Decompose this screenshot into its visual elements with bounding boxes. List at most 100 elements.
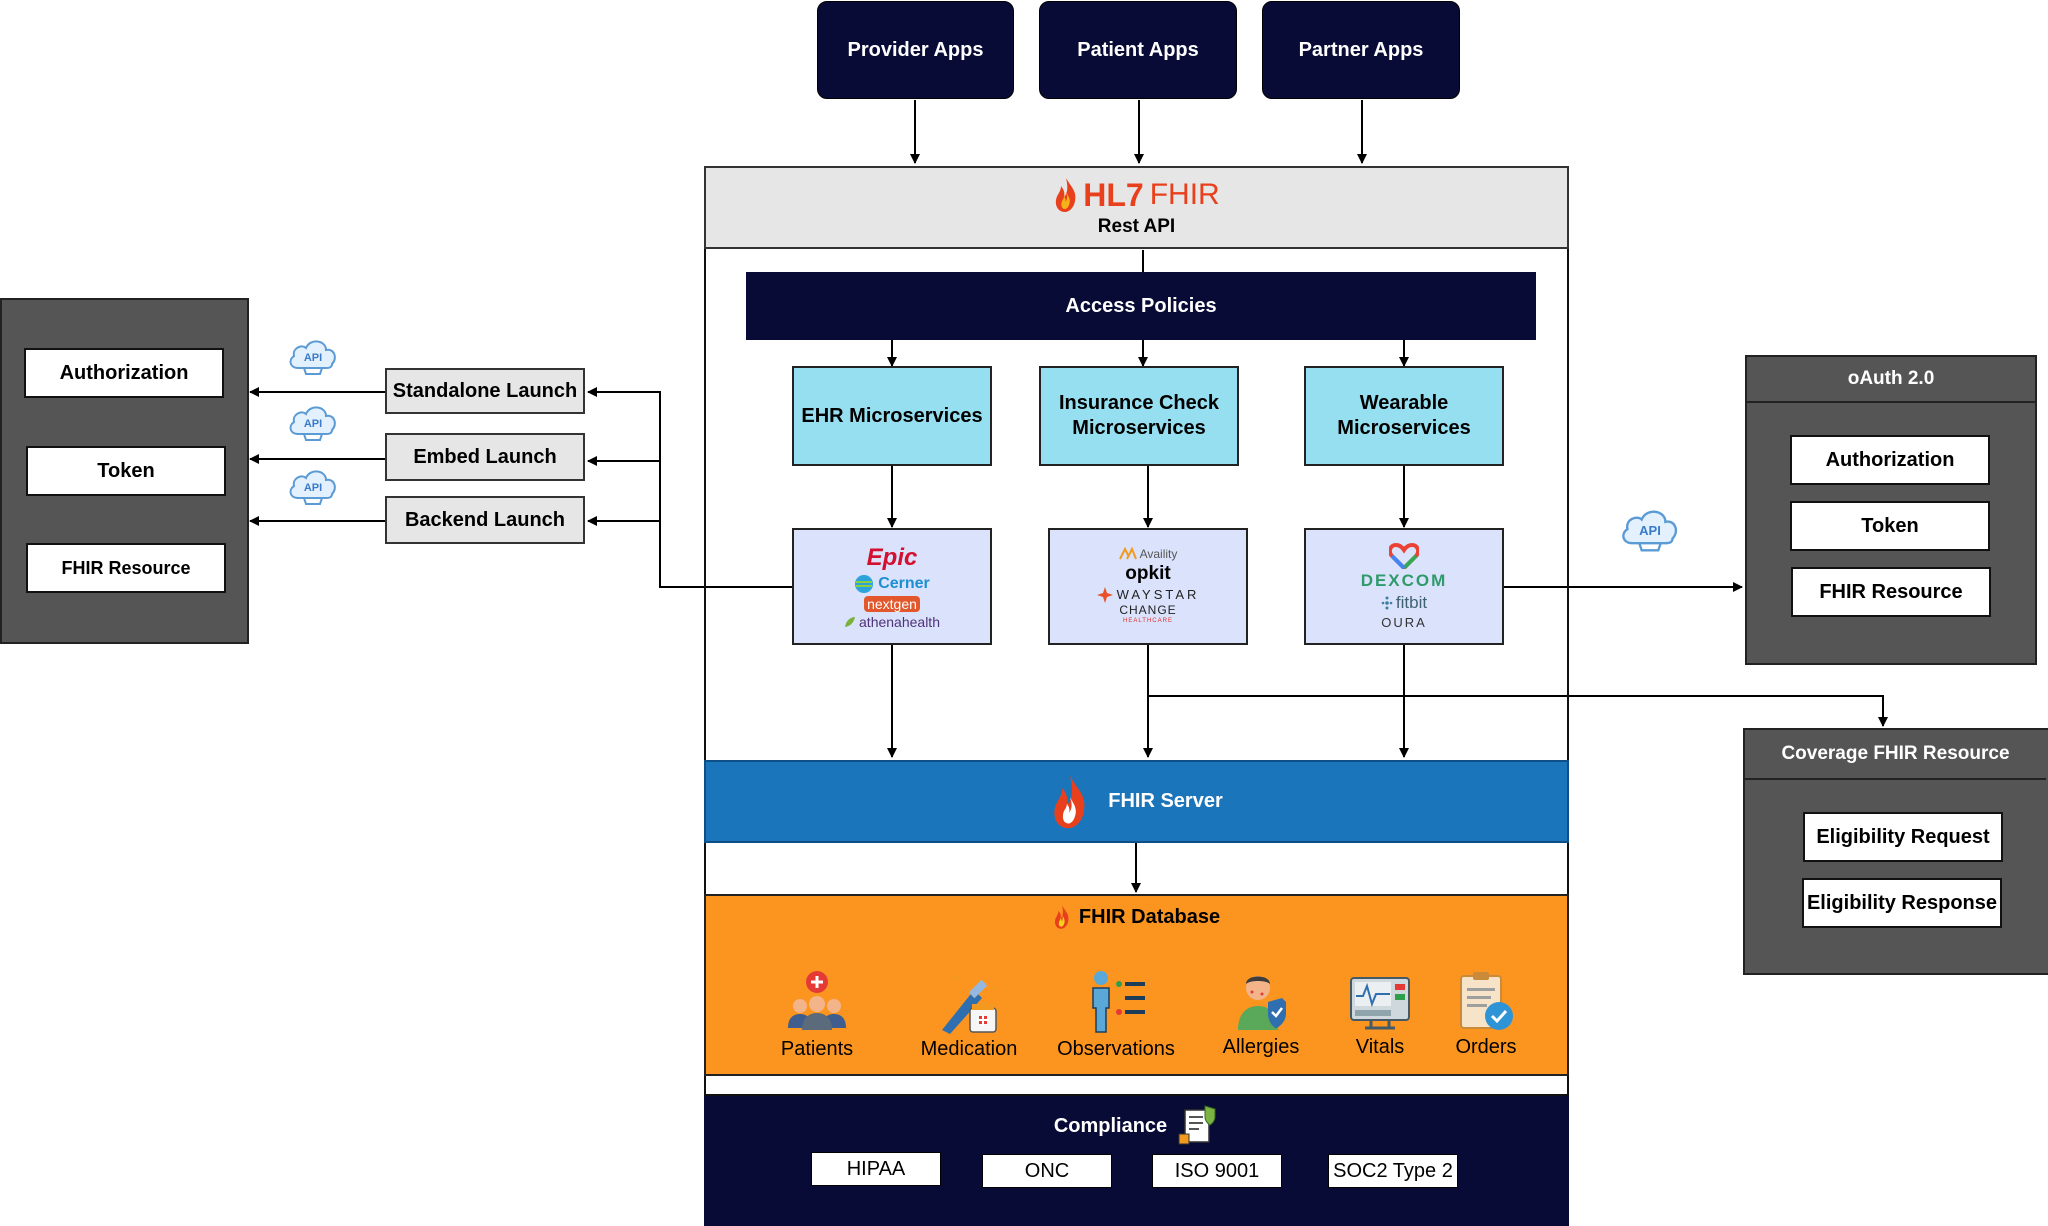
provider-apps-box[interactable]: Provider Apps — [817, 1, 1014, 99]
insurance-line-1: Insurance Check — [1058, 392, 1220, 414]
partner-apps-box[interactable]: Partner Apps — [1262, 1, 1460, 99]
waystar-star-icon — [1096, 586, 1113, 603]
category-observations[interactable]: Observations — [1046, 941, 1186, 1061]
left-token-box[interactable]: Token — [26, 446, 226, 496]
api-badge-backend: API — [286, 464, 340, 513]
epic-logo: Epic — [866, 543, 918, 571]
cerner-globe-icon — [855, 574, 874, 593]
database-flame-icon — [1054, 905, 1069, 929]
rest-api-label: Rest API — [1097, 216, 1176, 237]
oauth-authorization-box[interactable]: Authorization — [1790, 435, 1990, 485]
access-policies-bar[interactable]: Access Policies — [746, 272, 1536, 340]
svg-text:API: API — [1639, 523, 1661, 538]
ehr-vendors-box[interactable]: Epic Cerner nextgen athenahealth — [792, 528, 992, 645]
compliance-soc2-type-2[interactable]: SOC2 Type 2 — [1328, 1154, 1458, 1188]
nextgen-logo: nextgen — [864, 595, 920, 612]
api-cloud-icon: API — [289, 470, 336, 505]
insurance-line-2: Microservices — [1072, 417, 1206, 439]
category-label-medication: Medication — [920, 1038, 1018, 1060]
fhir-server-bar[interactable]: FHIR Server — [704, 760, 1569, 843]
compliance-onc[interactable]: ONC — [982, 1154, 1112, 1188]
google-fit-heart-icon — [1389, 543, 1419, 569]
waystar-logo: WAYSTAR — [1096, 586, 1200, 603]
category-label-allergies: Allergies — [1222, 1036, 1300, 1058]
oura-logo: OURA — [1381, 615, 1427, 630]
platform-container — [704, 249, 1569, 1096]
cerner-logo: Cerner — [854, 574, 930, 594]
compliance-header: Compliance — [704, 1104, 1569, 1148]
category-label-observations: Observations — [1057, 1038, 1175, 1060]
category-vitals[interactable]: Vitals — [1330, 941, 1430, 1059]
api-cloud-icon: API — [289, 340, 336, 375]
category-patients[interactable]: Patients — [762, 941, 872, 1061]
allergies-icon — [1238, 976, 1286, 1030]
fhir-database-header: FHIR Database — [706, 904, 1567, 930]
svg-text:API: API — [304, 352, 322, 364]
athena-leaf-icon — [845, 616, 856, 627]
backend-launch-button[interactable]: Backend Launch — [385, 496, 585, 544]
flame-icon — [1056, 178, 1076, 212]
wearable-microservices-box[interactable]: Wearable Microservices — [1304, 366, 1504, 466]
rest-api-header[interactable]: HL7 FHIR Rest API — [704, 166, 1569, 249]
compliance-panel[interactable]: Compliance HIPAA ONC ISO 9001 SOC2 Type … — [704, 1096, 1569, 1226]
change-healthcare-logo: CHANGE HEALTHCARE — [1119, 602, 1177, 624]
opkit-logo: opkit — [1125, 562, 1171, 584]
api-badge-oauth: API — [1618, 502, 1682, 561]
svg-text:API: API — [304, 418, 322, 430]
oauth-token-box[interactable]: Token — [1790, 501, 1990, 551]
coverage-title: Coverage FHIR Resource — [1745, 730, 2046, 780]
api-cloud-icon: API — [1622, 510, 1678, 552]
api-badge-embed: API — [286, 400, 340, 449]
availity-logo: Availity — [1118, 546, 1177, 561]
dexcom-logo: DEXCOM — [1360, 571, 1448, 590]
wearable-line-1: Wearable — [1359, 392, 1449, 414]
category-allergies[interactable]: Allergies — [1206, 941, 1316, 1059]
vitals-icon — [1350, 977, 1410, 1030]
left-fhir-resource-box[interactable]: FHIR Resource — [26, 543, 226, 593]
hl7-wordmark: HL7 — [1083, 176, 1144, 213]
compliance-title: Compliance — [1053, 1114, 1168, 1137]
patient-apps-box[interactable]: Patient Apps — [1039, 1, 1237, 99]
category-label-orders: Orders — [1455, 1036, 1517, 1058]
embed-launch-button[interactable]: Embed Launch — [385, 433, 585, 481]
fhir-server-label: FHIR Server — [1108, 790, 1223, 812]
ehr-microservices-box[interactable]: EHR Microservices — [792, 366, 992, 466]
oauth-panel: oAuth 2.0 Authorization Token FHIR Resou… — [1745, 355, 2037, 665]
athenahealth-logo: athenahealth — [844, 614, 940, 630]
fitbit-dots-icon — [1381, 596, 1393, 610]
availity-mark-icon — [1118, 546, 1137, 559]
wearable-line-2: Microservices — [1337, 417, 1471, 439]
eligibility-response-box[interactable]: Eligibility Response — [1802, 878, 2002, 928]
observations-icon — [1092, 971, 1145, 1033]
compliance-document-icon — [1178, 1105, 1216, 1145]
hl7-fhir-logo: HL7 FHIR — [706, 174, 1567, 216]
compliance-iso-9001[interactable]: ISO 9001 — [1152, 1154, 1282, 1188]
fhir-database-panel[interactable]: FHIR Database Patients Medication — [704, 894, 1569, 1076]
insurance-vendors-box[interactable]: Availity opkit WAYSTAR CHANGE HEALTHCARE — [1048, 528, 1248, 645]
coverage-panel: Coverage FHIR Resource Eligibility Reque… — [1743, 728, 2048, 975]
eligibility-request-box[interactable]: Eligibility Request — [1803, 812, 2003, 862]
category-orders[interactable]: Orders — [1436, 941, 1536, 1059]
api-badge-standalone: API — [286, 334, 340, 383]
insurance-check-microservices-box[interactable]: Insurance Check Microservices — [1039, 366, 1239, 466]
standalone-launch-button[interactable]: Standalone Launch — [385, 368, 585, 414]
api-cloud-icon: API — [289, 406, 336, 441]
fhir-database-title: FHIR Database — [1078, 905, 1221, 928]
fhir-flame-icon — [1054, 775, 1085, 828]
orders-icon — [1460, 972, 1513, 1030]
patients-icon — [788, 971, 846, 1030]
oauth-fhir-resource-box[interactable]: FHIR Resource — [1791, 567, 1991, 617]
wearable-vendors-box[interactable]: DEXCOM fitbit OURA — [1304, 528, 1504, 645]
category-label-patients: Patients — [780, 1038, 854, 1060]
oauth-title: oAuth 2.0 — [1747, 357, 2035, 403]
fitbit-logo: fitbit — [1381, 593, 1427, 613]
medication-icon — [942, 976, 997, 1034]
compliance-hipaa[interactable]: HIPAA — [811, 1152, 941, 1186]
svg-text:API: API — [304, 482, 322, 494]
category-label-vitals: Vitals — [1355, 1036, 1405, 1058]
left-auth-panel: Authorization Token FHIR Resource — [0, 298, 249, 644]
category-medication[interactable]: Medication — [904, 941, 1034, 1061]
fhir-wordmark: FHIR — [1149, 178, 1220, 211]
left-authorization-box[interactable]: Authorization — [24, 348, 224, 398]
